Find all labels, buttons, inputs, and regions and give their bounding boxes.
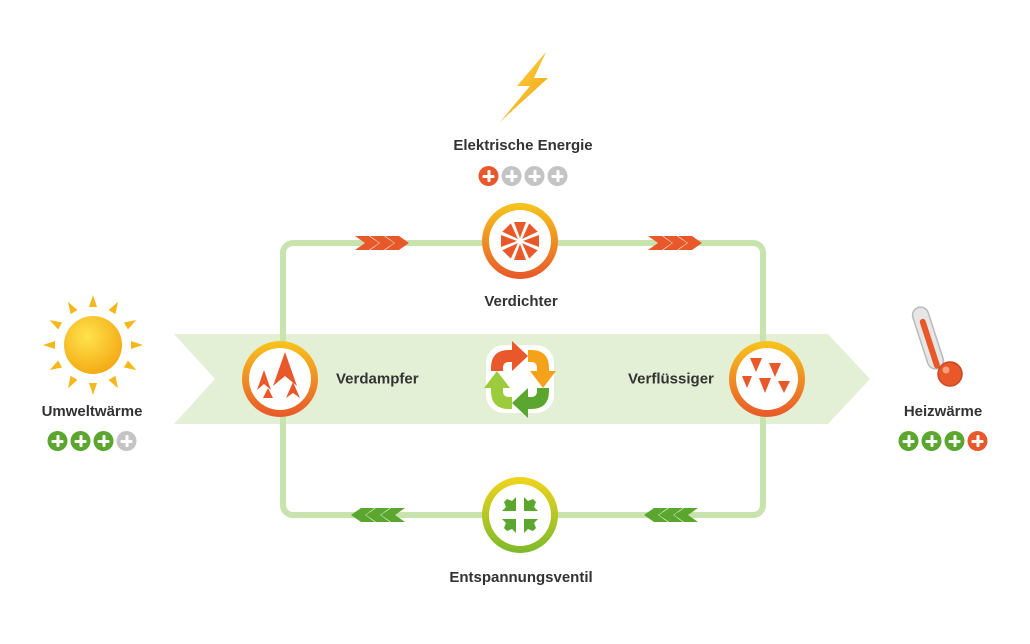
- condenser-icon: [729, 341, 805, 417]
- ambient-heat-rating: [47, 431, 137, 451]
- plus-green-icon: [70, 431, 91, 451]
- heating-heat-rating: [898, 431, 988, 451]
- flow-chevrons-right-right: [648, 236, 702, 250]
- heating-heat-label: Heizwärme: [903, 403, 983, 420]
- evaporator-label: Verdampfer: [336, 370, 419, 388]
- plus-orange-icon: [967, 431, 988, 451]
- evaporator-icon: [242, 341, 318, 417]
- plus-green-icon: [944, 431, 965, 451]
- plus-green-icon: [47, 431, 68, 451]
- compressor-icon: [482, 203, 558, 279]
- plus-gray-icon: [547, 166, 568, 186]
- compressor-label: Verdichter: [484, 293, 558, 310]
- electric-energy-label: Elektrische Energie: [453, 137, 593, 154]
- electric-energy-rating: [478, 166, 568, 186]
- flow-chevrons-left-right: [644, 508, 698, 522]
- flow-chevrons-left-left: [351, 508, 405, 522]
- rising-flames-icon: [257, 352, 300, 398]
- plus-green-icon: [93, 431, 114, 451]
- lightning-bolt-icon: [500, 52, 548, 122]
- plus-orange-icon: [478, 166, 499, 186]
- expansion-valve-icon: [482, 477, 558, 553]
- plus-gray-icon: [524, 166, 545, 186]
- plus-green-icon: [898, 431, 919, 451]
- expansion-valve-label: Entspannungsventil: [449, 569, 593, 586]
- compress-star-icon: [501, 222, 539, 260]
- falling-droplets-icon: [742, 358, 790, 393]
- plus-gray-icon: [116, 431, 137, 451]
- plus-green-icon: [921, 431, 942, 451]
- flow-chevrons-right-left: [355, 236, 409, 250]
- condenser-label: Verflüssiger: [628, 370, 714, 388]
- plus-gray-icon: [501, 166, 522, 186]
- sun-icon: [43, 295, 143, 395]
- ambient-heat-label: Umweltwärme: [41, 403, 143, 420]
- thermometer-icon: [911, 306, 963, 387]
- cycle-arrows-icon: [484, 341, 556, 418]
- expand-arrows-icon: [502, 497, 538, 533]
